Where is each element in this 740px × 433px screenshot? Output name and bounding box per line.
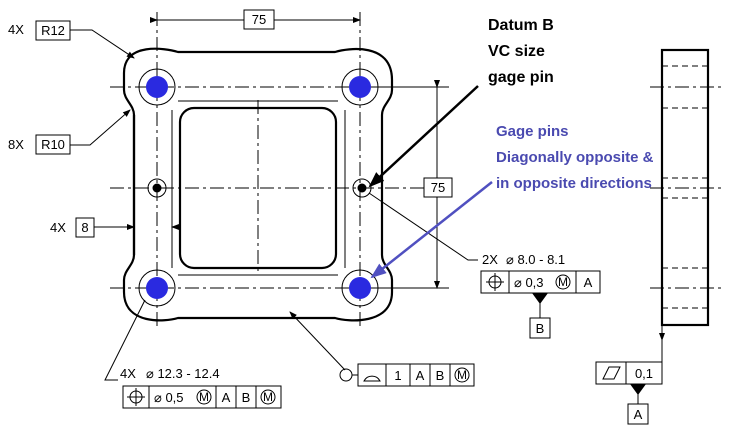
- small-holes: [147, 178, 372, 198]
- large-pos-datum2-mod: M: [263, 390, 273, 404]
- large-hole-diameter: ⌀ 12.3 - 12.4: [146, 366, 220, 381]
- width-dim-text: 75: [252, 12, 266, 27]
- gage-pin: [146, 277, 168, 299]
- small-hole-count: 2X: [482, 252, 498, 267]
- profile-callout: 1 A B M: [289, 311, 475, 387]
- gage-note-line3: in opposite directions: [496, 175, 652, 192]
- small-pos-mod: M: [558, 275, 568, 289]
- flatness-callout: 0,1 A: [595, 325, 665, 425]
- datum-b-note: Datum B VC size gage pin: [368, 17, 554, 188]
- datum-a-label: A: [634, 407, 643, 422]
- gage-pin: [146, 76, 168, 98]
- small-hole-callout: 2X ⌀ 8.0 - 8.1 ⌀ 0,3 M A B: [368, 192, 601, 339]
- large-hole-count: 4X: [120, 366, 136, 381]
- profile-datum1: A: [416, 368, 425, 383]
- gage-pin: [349, 76, 371, 98]
- small-hole-diameter: ⌀ 8.0 - 8.1: [506, 252, 565, 267]
- corner-radius-value: R12: [41, 23, 65, 38]
- large-hole-callout: 4X ⌀ 12.3 - 12.4 ⌀ 0,5 M A B M: [104, 299, 282, 409]
- width-dimension: 75: [150, 9, 361, 30]
- large-pos-mod: M: [199, 390, 209, 404]
- wall-count: 4X: [50, 220, 66, 235]
- height-dim-text: 75: [431, 180, 445, 195]
- fillet-radius-value: R10: [41, 137, 65, 152]
- height-dimension: 75: [372, 80, 453, 289]
- profile-datum2: B: [436, 368, 445, 383]
- gage-pin: [349, 277, 371, 299]
- profile-tol: 1: [394, 368, 401, 383]
- gage-pins-note: Gage pins Diagonally opposite & in oppos…: [370, 123, 654, 279]
- datum-b-note-line2: VC size: [488, 43, 545, 60]
- small-pos-tol: ⌀ 0,3: [514, 275, 544, 290]
- large-pos-tol: ⌀ 0,5: [154, 390, 184, 405]
- datum-b-note-line1: Datum B: [488, 17, 554, 34]
- wall-callout: 4X 8: [50, 217, 180, 238]
- gage-note-line2: Diagonally opposite &: [496, 149, 654, 166]
- corner-radius-count: 4X: [8, 22, 24, 37]
- gage-note-line1: Gage pins: [496, 123, 569, 140]
- small-pos-datum: A: [584, 275, 593, 290]
- large-holes: [138, 68, 379, 307]
- profile-datum2-mod: M: [457, 368, 467, 382]
- side-view: [650, 48, 725, 327]
- corner-radius-callout: 4X R12: [8, 20, 135, 59]
- flatness-tol: 0,1: [635, 366, 653, 381]
- wall-value: 8: [81, 220, 88, 235]
- large-pos-datum1: A: [222, 390, 231, 405]
- fillet-radius-count: 8X: [8, 137, 24, 152]
- datum-b-label: B: [536, 321, 545, 336]
- fillet-radius-callout: 8X R10: [8, 109, 131, 155]
- large-pos-datum2: B: [242, 390, 251, 405]
- datum-b-note-line3: gage pin: [488, 69, 554, 86]
